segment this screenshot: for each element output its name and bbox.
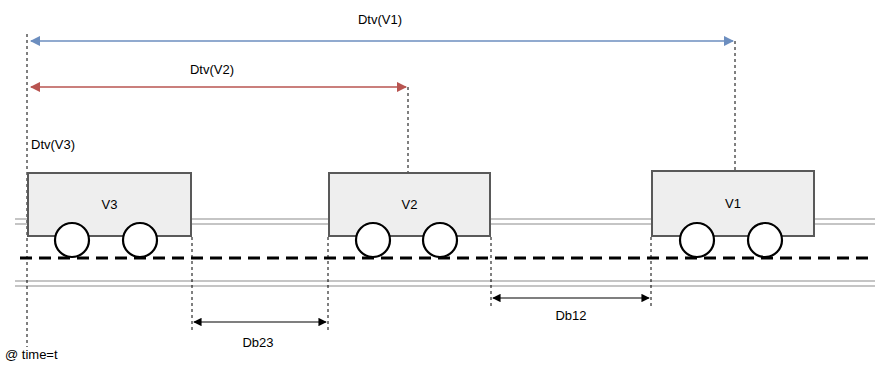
dimension-arrow [194,321,326,322]
wheel-symbol [328,172,491,267]
vehicle-box: V1 [651,170,815,237]
dimension-label: Db12 [553,308,588,324]
dimension-label: @ time=t [3,347,60,363]
vehicle-box: V3 [27,172,192,237]
dimension-arrow [31,86,406,88]
vehicle-box: V2 [328,172,491,237]
guide-line [27,34,735,356]
wheel-symbol [27,172,192,267]
dimension-arrow [493,297,649,298]
dimension-arrow [31,40,733,42]
wheel-symbol [651,170,815,267]
vehicle-label: V2 [402,197,418,213]
dimension-label: Dtv(V3) [29,137,77,153]
dimension-label: Dtv(V2) [188,62,236,78]
vehicle-label: V1 [725,196,741,212]
vehicle-label: V3 [102,197,118,213]
dimension-label: Dtv(V1) [356,12,404,28]
dimension-label: Db23 [240,335,275,351]
